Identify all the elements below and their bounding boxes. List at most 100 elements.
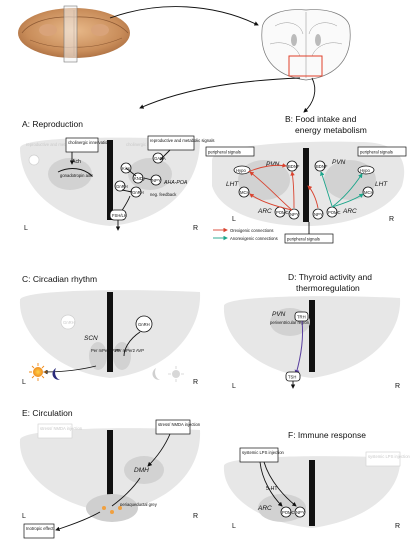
- periph-bottom-label: peripheral signals: [287, 237, 320, 242]
- arc-label-f: ARC: [257, 505, 272, 512]
- repro-signals-box: [147, 135, 195, 151]
- cell-mch-left: MCH: [240, 190, 250, 195]
- panel-b-title-1: B: Food intake and: [285, 114, 357, 124]
- cell-pomc-f: POMC: [282, 510, 295, 515]
- cell-npy-f: NPY: [296, 510, 305, 515]
- moon-icon: [52, 368, 60, 380]
- lps-box: [239, 447, 279, 463]
- cholinergic-label: cholinergic innervation: [68, 140, 110, 145]
- cholinergic-box: [65, 137, 99, 153]
- panel-f-left: L: [232, 523, 236, 530]
- cell-hypo-right: Hypo: [360, 168, 370, 173]
- panel-a: A: Reproduction reproductive and metabol…: [20, 119, 214, 232]
- panel-e-right: R: [193, 513, 198, 520]
- cell-npy-left: NPY: [290, 212, 299, 217]
- hypothalamus-highlight: [288, 55, 323, 77]
- repro-signals-label: reproductive and metabolic signals: [150, 138, 214, 143]
- panel-c-right: R: [193, 379, 198, 386]
- cell-pomc-left: POMC: [276, 210, 289, 215]
- cell-npy-right: NPY: [314, 212, 323, 217]
- panel-d-right: R: [395, 383, 400, 390]
- periph-left-label: peripheral signals: [208, 150, 241, 155]
- brain-illustration: [18, 5, 130, 63]
- arc-left-label: ARC: [257, 208, 272, 215]
- pvn-right-label: PVN: [332, 159, 346, 166]
- tsh-cell: TSH: [288, 375, 296, 380]
- stress-faint-box: [37, 423, 73, 439]
- panel-b-title-2: energy metabolism: [295, 125, 367, 135]
- sun-icon-faint: [168, 366, 184, 382]
- panel-a-faint-cholinergic: cholinergic innervation: [126, 142, 168, 147]
- cell-bdnf-left: BDNF: [288, 164, 300, 169]
- panel-d-left: L: [232, 383, 236, 390]
- serotonin-label: 5-HT: [266, 486, 278, 492]
- per-left-label: Per mPer2 AVP: [91, 348, 120, 353]
- trh-cell: TRH: [297, 315, 306, 320]
- inotropic-box: [23, 523, 55, 539]
- stress-box: [155, 419, 191, 435]
- panel-a-right: R: [193, 225, 198, 232]
- panel-e: E: Circulation stress/ NMDA injection st…: [19, 408, 201, 539]
- cell-gaba: GABA: [154, 156, 166, 161]
- cell-pomc-right: POMC: [328, 210, 341, 215]
- lps-faint-box: [365, 451, 401, 467]
- inotropic-label: Inotropic effect: [26, 526, 54, 531]
- cell-gnrh-c: GnRH: [138, 322, 150, 327]
- cell-npy: NPY: [152, 178, 161, 183]
- panel-a-title: A: Reproduction: [22, 119, 83, 129]
- panel-e-left: L: [22, 513, 26, 520]
- panel-f: F: Immune response systemic LPS injectio…: [223, 430, 411, 530]
- periventricular-label: periventricular region: [270, 320, 310, 325]
- coronal-section: [261, 9, 351, 81]
- cell-hypo-left: Hypo: [236, 168, 246, 173]
- legend-anorexigenic: Anorexigenic connections: [230, 236, 278, 241]
- moon-icon-faint: [152, 368, 160, 380]
- lps-label: systemic LPS injection: [242, 450, 285, 455]
- cell-gnrh-2: GnRH: [132, 190, 144, 195]
- cell-mch-right: MCH: [364, 190, 374, 195]
- pag-label: periaqueductal grey: [120, 502, 158, 507]
- dmh-label: DMH: [134, 467, 149, 474]
- per-right-label: Per mPer2 AVP: [115, 348, 144, 353]
- lps-faint-label: systemic LPS injection: [368, 454, 411, 459]
- stress-label: stress/ NMDA injection: [158, 422, 201, 427]
- fsh-lh-output: FSH/LH: [112, 213, 127, 218]
- sun-icon: [29, 363, 47, 381]
- arrow-to-panel-b: [303, 77, 316, 113]
- pvn-label-d: PVN: [272, 311, 286, 318]
- periph-left-box: [205, 146, 255, 157]
- periph-right-box: [357, 146, 407, 157]
- cell-bdnf-right: BDNF: [316, 164, 328, 169]
- legend-orexigenic: Orexigenic connections: [230, 228, 274, 233]
- panel-f-right: R: [395, 523, 400, 530]
- panel-a-faint-signals: reproductive and metabolic signals: [26, 142, 90, 147]
- panel-c: C: Circadian rhythm SCN GnRH GnRH Per mP…: [19, 274, 201, 386]
- panel-b-right: R: [389, 216, 394, 223]
- pvn-left-label: PVN: [266, 161, 280, 168]
- lht-left-label: LHT: [226, 181, 239, 188]
- panel-a-left: L: [24, 225, 28, 232]
- scn-label: SCN: [84, 335, 98, 342]
- arrow-to-section: [109, 6, 259, 26]
- gonad-label: gonadotropin axis: [60, 173, 93, 178]
- ach-label: Ach: [72, 159, 81, 165]
- panel-e-title: E: Circulation: [22, 408, 73, 418]
- panel-b-left: L: [232, 216, 236, 223]
- panel-c-title: C: Circadian rhythm: [22, 274, 97, 284]
- neg-feedback-label: neg. feedback: [150, 192, 177, 197]
- periph-right-label: peripheral signals: [360, 150, 393, 155]
- arc-right-label: ARC: [342, 208, 357, 215]
- cell-gnrh-1: GnRH: [116, 184, 128, 189]
- panel-f-title: F: Immune response: [288, 430, 366, 440]
- arrow-to-panel-a: [139, 77, 301, 109]
- stress-faint-label: stress/ NMDA injection: [40, 426, 83, 431]
- cell-gnrh-faint: GnRH: [63, 320, 75, 325]
- cell-kndy: KNDy: [134, 176, 146, 181]
- panel-d-title-1: D: Thyroid activity and: [288, 272, 372, 282]
- lht-right-label: LHT: [375, 181, 388, 188]
- panel-c-left: L: [22, 379, 26, 386]
- section-plane: [63, 5, 78, 63]
- panel-d: D: Thyroid activity and thermoregulation…: [223, 272, 401, 390]
- panel-d-title-2: thermoregulation: [296, 283, 360, 293]
